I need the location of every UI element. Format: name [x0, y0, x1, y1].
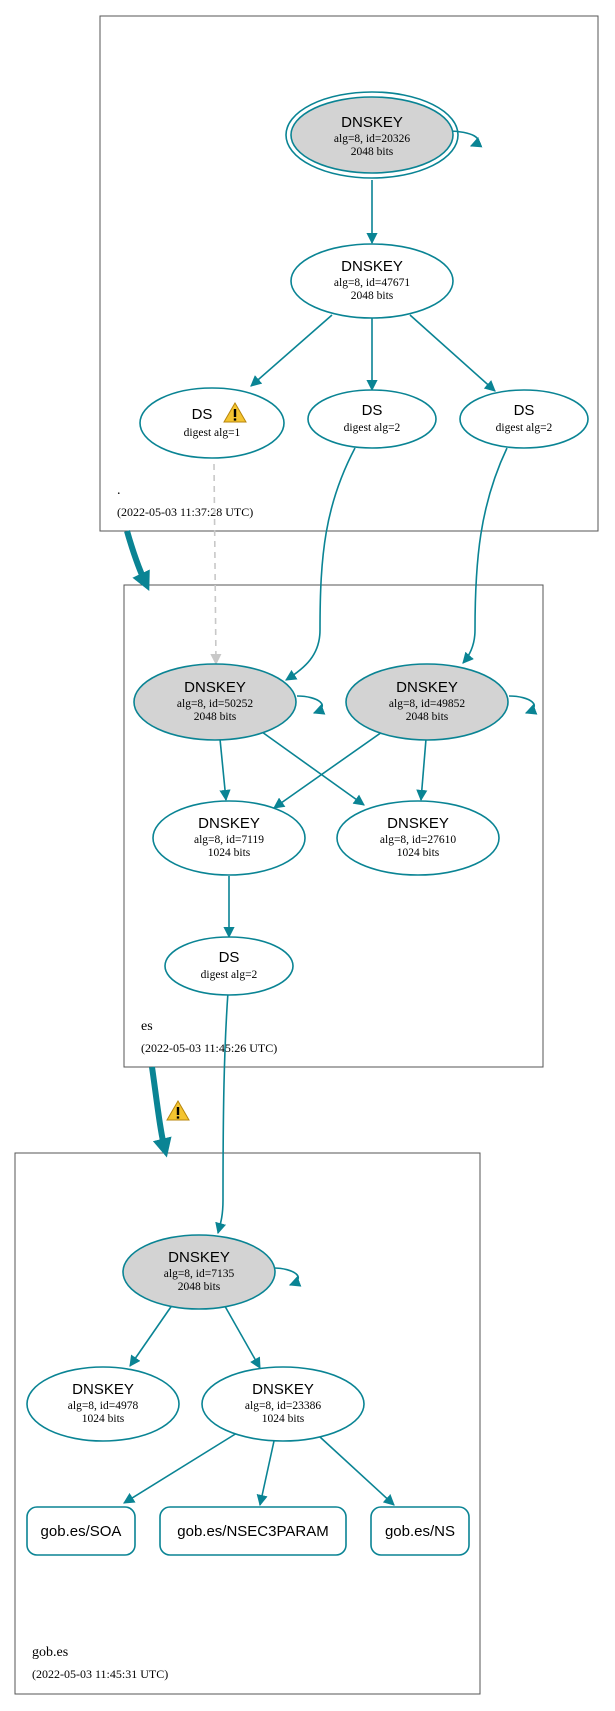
- node-root-ds2-title: DS: [362, 402, 383, 419]
- rrset-soa-label: gob.es/SOA: [41, 1523, 122, 1540]
- edge-es-ds-to-gob-ksk: [215, 991, 229, 1235]
- node-gob-zsk1-title: DNSKEY: [72, 1381, 134, 1398]
- edge-es-ksk1-to-zsk1: [219, 738, 231, 802]
- node-es-ds-title: DS: [219, 949, 240, 966]
- edge-es-ksk2-self: [508, 695, 538, 715]
- edge-gob-zsk2-to-ns: [319, 1436, 395, 1506]
- node-es-ksk2-line2: 2048 bits: [406, 711, 449, 723]
- zone-root-name: .: [117, 483, 121, 498]
- node-gob-ksk-line1: alg=8, id=7135: [164, 1268, 235, 1280]
- node-root-ds1-title: DS: [192, 406, 213, 423]
- node-root-ds3-title: DS: [514, 402, 535, 419]
- node-gob-ksk-line2: 2048 bits: [178, 1281, 221, 1293]
- edge-root-zsk-to-ds3: [409, 314, 496, 392]
- node-es-ksk2-line1: alg=8, id=49852: [389, 698, 465, 710]
- node-root-ksk[interactable]: DNSKEY alg=8, id=20326 2048 bits: [285, 91, 459, 179]
- edge-es-ksk1-self: [296, 695, 326, 715]
- rrset-nsec3param[interactable]: gob.es/NSEC3PARAM: [159, 1506, 347, 1556]
- warning-icon: [223, 402, 247, 423]
- node-root-zsk[interactable]: DNSKEY alg=8, id=47671 2048 bits: [290, 243, 454, 319]
- node-es-zsk1-line2: 1024 bits: [208, 847, 251, 859]
- node-root-zsk-line1: alg=8, id=47671: [334, 277, 410, 289]
- zone-gob-es-border: [14, 1152, 481, 1695]
- node-es-zsk2-title: DNSKEY: [387, 815, 449, 832]
- node-es-zsk2-line2: 1024 bits: [397, 847, 440, 859]
- node-gob-zsk2-title: DNSKEY: [252, 1381, 314, 1398]
- zone-gob-es-timestamp: (2022-05-03 11:45:31 UTC): [32, 1667, 168, 1681]
- zone-gob-es: gob.es (2022-05-03 11:45:31 UTC): [14, 1152, 481, 1695]
- zone-root: . (2022-05-03 11:37:28 UTC): [99, 15, 599, 532]
- zone-es: es (2022-05-03 11:45:26 UTC): [123, 584, 544, 1068]
- node-gob-zsk2[interactable]: DNSKEY alg=8, id=23386 1024 bits: [201, 1366, 365, 1442]
- zone-es-timestamp: (2022-05-03 11:45:26 UTC): [141, 1041, 277, 1055]
- delegation-es-to-gob-es: [149, 1066, 172, 1158]
- node-gob-zsk1-line2: 1024 bits: [82, 1413, 125, 1425]
- warning-icon: [166, 1100, 190, 1121]
- edge-gob-ksk-to-zsk1: [129, 1300, 176, 1367]
- edge-es-ksk2-to-zsk1: [273, 731, 383, 809]
- node-root-ds1[interactable]: DS digest alg=1: [139, 387, 285, 459]
- edge-gob-ksk-to-zsk2: [221, 1300, 261, 1369]
- edge-es-ksk1-to-zsk2: [261, 731, 365, 806]
- edges: [123, 130, 538, 1507]
- node-es-ksk2-title: DNSKEY: [396, 679, 458, 696]
- edge-gob-zsk2-to-soa: [123, 1432, 238, 1504]
- node-es-zsk2[interactable]: DNSKEY alg=8, id=27610 1024 bits: [336, 800, 500, 876]
- rrset-soa[interactable]: gob.es/SOA: [26, 1506, 136, 1556]
- node-gob-zsk1[interactable]: DNSKEY alg=8, id=4978 1024 bits: [26, 1366, 180, 1442]
- edge-gob-ksk-self: [272, 1267, 302, 1287]
- delegation-root-to-es: [124, 530, 150, 591]
- zone-es-name: es: [141, 1019, 153, 1034]
- node-es-zsk1-line1: alg=8, id=7119: [194, 834, 264, 846]
- node-es-ksk2[interactable]: DNSKEY alg=8, id=49852 2048 bits: [345, 663, 509, 741]
- edge-gob-zsk2-to-nsec3param: [256, 1440, 275, 1507]
- zone-es-border: [123, 584, 544, 1068]
- node-gob-zsk1-line1: alg=8, id=4978: [68, 1400, 139, 1412]
- node-es-zsk2-line1: alg=8, id=27610: [380, 834, 456, 846]
- node-gob-zsk2-line1: alg=8, id=23386: [245, 1400, 321, 1412]
- node-root-ksk-title: DNSKEY: [341, 114, 403, 131]
- node-es-ds-line1: digest alg=2: [201, 969, 258, 981]
- node-es-ds[interactable]: DS digest alg=2: [164, 936, 294, 996]
- node-gob-ksk-title: DNSKEY: [168, 1249, 230, 1266]
- node-gob-ksk[interactable]: DNSKEY alg=8, id=7135 2048 bits: [122, 1234, 276, 1310]
- edge-root-ds1-to-es-ksk1: [210, 463, 222, 666]
- node-es-ksk1[interactable]: DNSKEY alg=8, id=50252 2048 bits: [133, 663, 297, 741]
- node-root-ds1-line1: digest alg=1: [184, 427, 241, 439]
- edge-root-zsk-to-ds1: [250, 314, 333, 387]
- node-es-zsk1[interactable]: DNSKEY alg=8, id=7119 1024 bits: [152, 800, 306, 876]
- node-root-ds3-line1: digest alg=2: [496, 422, 553, 434]
- zone-root-border: [99, 15, 599, 532]
- node-gob-zsk2-line2: 1024 bits: [262, 1413, 305, 1425]
- node-es-zsk1-title: DNSKEY: [198, 815, 260, 832]
- node-root-ds3[interactable]: DS digest alg=2: [459, 389, 589, 449]
- zone-root-timestamp: (2022-05-03 11:37:28 UTC): [117, 505, 253, 519]
- node-es-ksk1-title: DNSKEY: [184, 679, 246, 696]
- rrset-nsec3param-label: gob.es/NSEC3PARAM: [177, 1523, 328, 1540]
- node-root-ds2-line1: digest alg=2: [344, 422, 401, 434]
- node-root-zsk-title: DNSKEY: [341, 258, 403, 275]
- node-es-ksk1-line2: 2048 bits: [194, 711, 237, 723]
- node-root-ksk-line1: alg=8, id=20326: [334, 133, 410, 145]
- rrset-ns-label: gob.es/NS: [385, 1523, 455, 1540]
- zone-gob-es-name: gob.es: [32, 1645, 68, 1660]
- node-root-ds2[interactable]: DS digest alg=2: [307, 389, 437, 449]
- edge-root-ds2-to-es-ksk1: [285, 447, 356, 681]
- node-root-zsk-line2: 2048 bits: [351, 290, 394, 302]
- edge-root-ksk-self: [448, 130, 483, 148]
- node-es-ksk1-line1: alg=8, id=50252: [177, 698, 253, 710]
- rrset-ns[interactable]: gob.es/NS: [370, 1506, 470, 1556]
- node-root-ksk-line2: 2048 bits: [351, 146, 394, 158]
- edge-es-ksk2-to-zsk2: [416, 738, 428, 802]
- edge-root-ds3-to-es-ksk2: [462, 447, 508, 664]
